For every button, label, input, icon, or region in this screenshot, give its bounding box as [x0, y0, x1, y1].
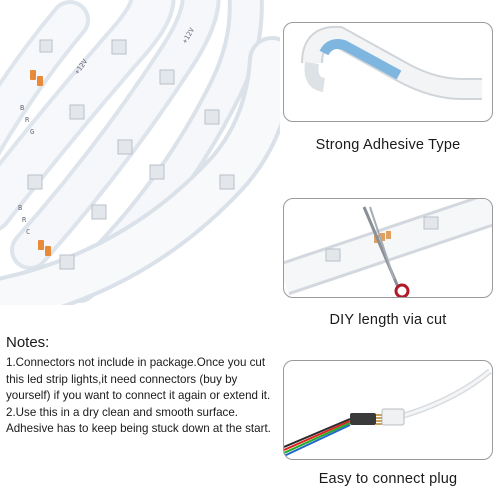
feature-caption-plug: Easy to connect plug	[318, 471, 458, 487]
feature-caption-adhesive: Strong Adhesive Type	[315, 137, 461, 153]
notes-section: Notes: 1.Connectors not include in packa…	[6, 333, 278, 438]
svg-text:G: G	[30, 128, 34, 136]
svg-text:R: R	[25, 116, 30, 124]
svg-text:R: R	[22, 216, 27, 224]
notes-title: Notes:	[6, 334, 50, 351]
note-item: 1.Connectors not include in package.Once…	[6, 356, 271, 403]
svg-text:B: B	[18, 204, 22, 212]
svg-text:B: B	[20, 104, 24, 112]
adhesive-tape-image	[283, 22, 493, 122]
note-item: 2.Use this in a dry clean and smooth sur…	[6, 405, 271, 436]
scissors-cut-image	[283, 198, 493, 298]
svg-text:C: C	[26, 228, 30, 236]
feature-caption-cut: DIY length via cut	[329, 312, 447, 328]
connector-plug-image	[283, 360, 493, 460]
